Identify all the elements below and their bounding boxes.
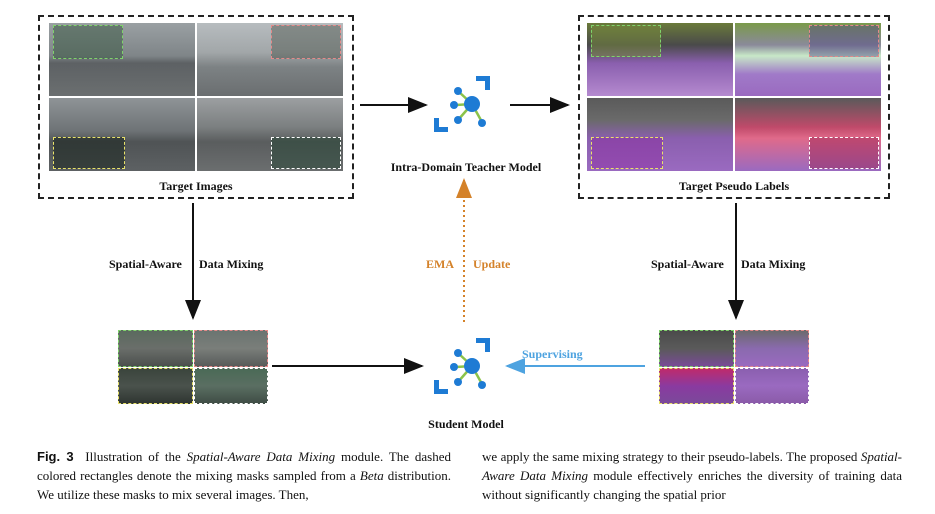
mixing-label-left-a: Spatial-Aware [109,257,182,271]
neural-network-icon [434,338,490,394]
pseudo-labels-grid [587,23,881,171]
student-model-label: Student Model [428,417,504,431]
mix-mask-white [271,137,341,169]
mix-mask-white [809,137,879,169]
mix-mask-pink [193,330,268,367]
mixed-image-1 [118,330,193,367]
pseudo-label-3 [587,98,733,171]
mixed-image-4 [193,367,268,404]
pseudo-label-1 [587,23,733,96]
mix-mask-yellow [591,137,663,169]
neural-network-icon [434,76,490,132]
mixed-label-3 [659,367,734,404]
caption-text: we apply the same mixing strategy to the… [482,449,861,464]
mix-mask-green [118,330,193,367]
update-label: Update [473,257,511,271]
figure-caption-right: we apply the same mixing strategy to the… [482,447,902,504]
target-images-grid [49,23,343,171]
mix-mask-white [193,367,268,404]
pseudo-labels-label: Target Pseudo Labels [678,179,790,193]
caption-italic: Spatial-Aware Data Mixing [186,449,336,464]
mix-mask-yellow [118,367,193,404]
mix-mask-green [591,25,661,57]
caption-text: module. The dashed colored rectangles de… [37,449,451,483]
mix-mask-yellow [659,367,734,404]
mixing-label-right-a: Spatial-Aware [651,257,724,271]
mix-mask-yellow [53,137,125,169]
mix-mask-white [734,367,809,404]
teacher-model-label: Intra-Domain Teacher Model [390,160,542,174]
target-image-4 [197,98,343,171]
supervising-label: Supervising [522,347,583,361]
caption-italic: Spatial-Aware Data Mixing [482,449,902,483]
figure-caption-left: Fig. 3 Illustration of the Spatial-Aware… [37,447,451,504]
caption-italic: Beta [359,468,384,483]
mixing-label-left-b: Data Mixing [199,257,264,271]
mixed-image-3 [118,367,193,404]
mixed-label-2 [734,330,809,367]
figure-label: Fig. 3 [37,449,74,464]
target-images-label: Target Images [159,179,233,193]
caption-text: module effectively enriches the diversit… [482,468,902,502]
pseudo-labels-box: Target Pseudo Labels [578,15,890,199]
mixed-label-4 [734,367,809,404]
pseudo-label-4 [735,98,881,171]
mixed-image-2 [193,330,268,367]
mix-mask-green [659,330,734,367]
target-image-1 [49,23,195,96]
target-image-2 [197,23,343,96]
mix-mask-pink [809,25,879,57]
mixed-label-1 [659,330,734,367]
caption-text: distribution. We utilize these masks to … [37,468,452,502]
mixing-label-right-b: Data Mixing [741,257,806,271]
caption-text: Illustration of the [85,449,187,464]
pseudo-label-2 [735,23,881,96]
mixed-images-grid [118,330,268,404]
ema-label: EMA [426,257,454,271]
target-image-3 [49,98,195,171]
mixed-labels-grid [659,330,809,404]
target-images-box: Target Images [38,15,354,199]
mix-mask-pink [271,25,341,59]
mix-mask-pink [734,330,809,367]
mix-mask-green [53,25,123,59]
